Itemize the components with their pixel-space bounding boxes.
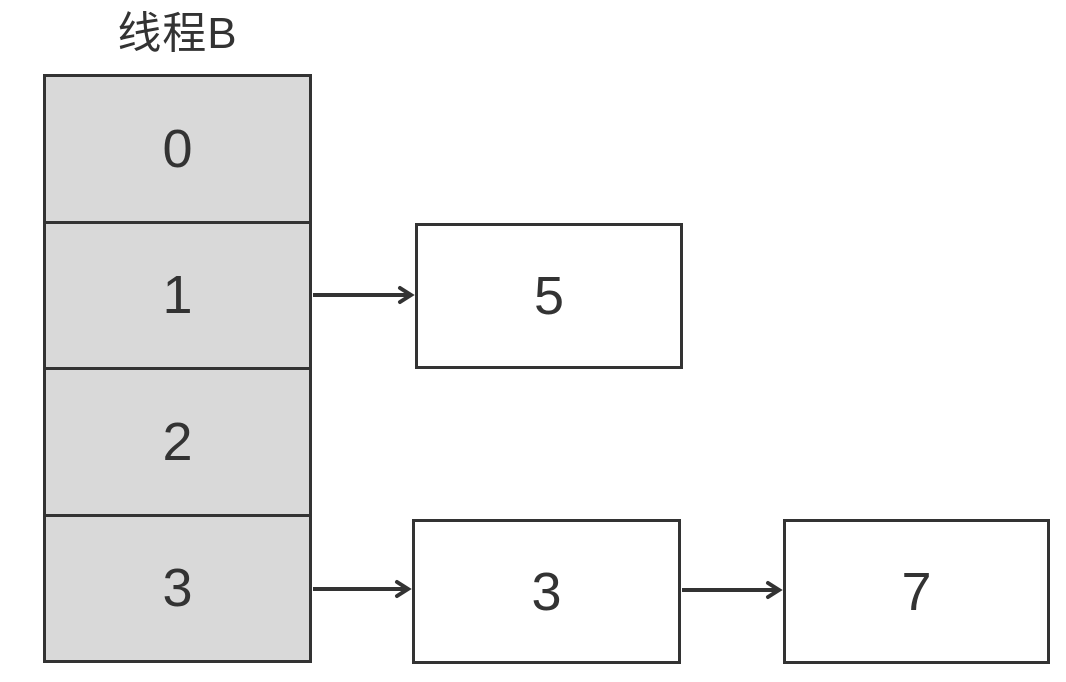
linked-list-node-5: 5 bbox=[415, 223, 683, 369]
bucket-array: 0 1 2 3 bbox=[43, 74, 312, 663]
bucket-cell-3: 3 bbox=[46, 516, 309, 660]
bucket-cell-2: 2 bbox=[46, 370, 309, 517]
linked-list-node-3: 3 bbox=[412, 519, 681, 664]
linked-list-node-7: 7 bbox=[783, 519, 1050, 664]
diagram-title: 线程B bbox=[117, 9, 238, 58]
bucket-cell-0: 0 bbox=[46, 77, 309, 224]
bucket-cell-1: 1 bbox=[46, 223, 309, 370]
